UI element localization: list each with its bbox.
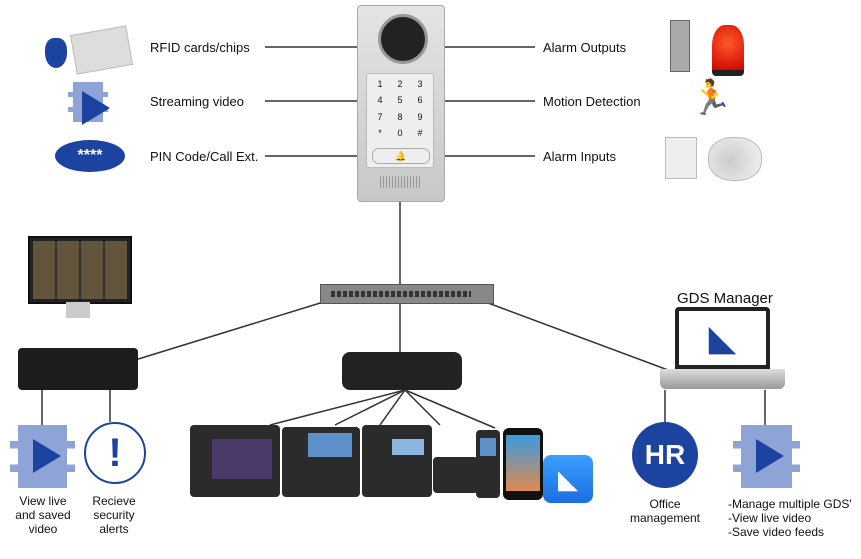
door-lock-icon [670,20,690,72]
video-phone [190,425,280,497]
siren-icon [712,25,744,76]
motion-sensor-icon [708,137,762,181]
streaming-video-icon [68,82,110,125]
caption-line: -Manage multiple GDS' [728,497,852,511]
ip-phone [362,425,432,497]
feature-motion: Motion Detection [543,94,641,109]
nvr-box [18,348,138,390]
key: # [417,127,423,138]
feature-alarm-outputs: Alarm Outputs [543,40,627,55]
caption-office: Office management [629,497,701,525]
key: 4 [377,95,383,106]
feature-rfid: RFID cards/chips [150,40,250,55]
key: 1 [377,79,383,89]
key: 0 [397,127,403,138]
network-switch [320,284,494,304]
rfid-card-icon [45,25,134,75]
gds-logo-icon: ◣ [679,311,766,365]
laptop: ◣ [675,307,770,369]
caption-line: -View live video [728,511,812,525]
caption-line: -Save video feeds [728,525,825,539]
alert-icon: ! [84,422,146,484]
key: 8 [397,111,403,122]
hr-icon: HR [632,422,698,488]
key: 7 [377,111,383,122]
key: 2 [397,79,403,89]
video-icon [10,425,75,488]
feature-pin: PIN Code/Call Ext. [150,149,259,164]
caption-view-video: View live and saved video [15,494,71,536]
pin-code-icon: **** [55,140,125,172]
monitor [28,236,132,304]
caption-alerts: Recieve security alerts [92,494,136,536]
ip-phone-color [282,427,360,497]
key: 3 [417,79,423,89]
dect-base [433,457,478,493]
key: 6 [417,95,423,106]
feature-streaming: Streaming video [150,94,244,109]
feature-alarm-inputs: Alarm Inputs [543,149,616,164]
dect-handset [476,430,500,498]
smartphone [503,428,543,500]
video-icon [733,425,800,488]
gds-manager-title: GDS Manager [677,290,773,307]
key: * [378,127,382,138]
bell-icon: 🔔 [372,148,430,164]
motion-running-icon: 🏃 [690,79,733,117]
alarm-sensor-icon [665,137,697,179]
grandstream-app-icon: ◣ [543,455,593,503]
caption-manager: -Manage multiple GDS' -View live video -… [728,497,852,539]
door-station-device: 1 2 3 4 5 6 7 8 9 * 0 # 🔔 [357,5,445,202]
key: 9 [417,111,423,122]
key: 5 [397,95,403,106]
ip-pbx [342,352,462,390]
